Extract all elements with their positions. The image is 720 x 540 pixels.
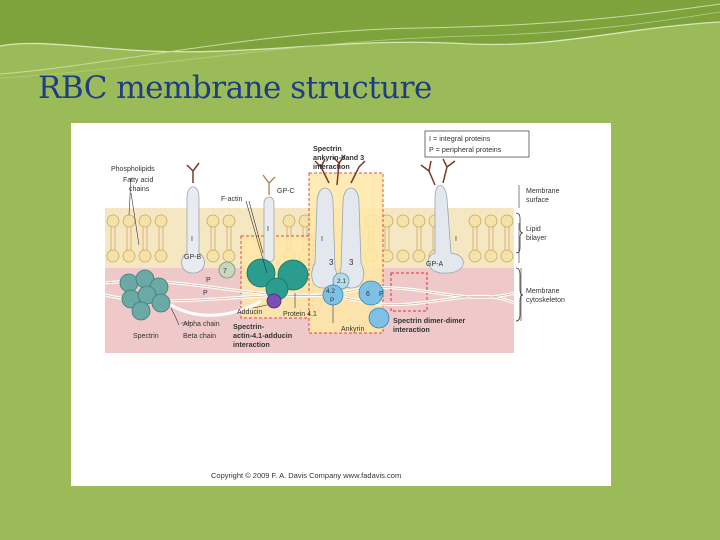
protein-6 (358, 280, 384, 306)
gp-a-glycans (420, 158, 456, 186)
gp-b-glycan (186, 162, 200, 183)
gp-b-protein (181, 186, 205, 274)
band3-glycans (314, 154, 366, 186)
slide-wave-decoration (0, 0, 720, 79)
spectrin-outline (104, 280, 515, 305)
adducin-protein (266, 293, 282, 309)
spectrin-tetramer-cluster (119, 269, 171, 321)
leader-lines (128, 177, 522, 326)
protein-4-2 (322, 284, 344, 306)
legend-box (424, 130, 530, 158)
gp-c-protein (263, 196, 275, 263)
membrane-diagram: I = integral proteins P = peripheral pro… (71, 123, 611, 486)
ankyrin-protein (368, 307, 390, 329)
slide-title: RBC membrane structure (38, 70, 432, 106)
actin-complex (246, 258, 309, 301)
right-braces (515, 212, 524, 322)
gp-a-protein (427, 184, 464, 274)
gp-c-glycan (262, 174, 276, 195)
protein-7 (218, 261, 236, 279)
